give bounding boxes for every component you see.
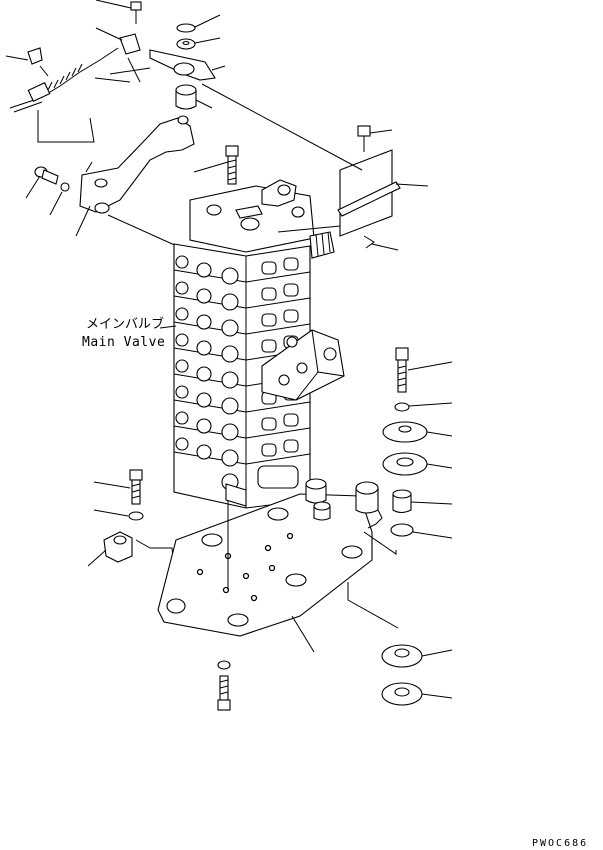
main-valve xyxy=(173,179,345,509)
plate-bushing-1 xyxy=(305,478,327,504)
leader-valve-bracket xyxy=(85,161,93,173)
leader-bushing-plate xyxy=(201,83,363,171)
valve-sections xyxy=(173,243,311,509)
cushion-upper-1 xyxy=(382,421,453,443)
support-plate xyxy=(337,149,429,251)
leader-plate-valve xyxy=(277,225,341,233)
washer-bottom xyxy=(217,660,231,670)
bolt-bottom xyxy=(217,675,231,711)
cushion-lower-2 xyxy=(381,682,453,706)
bolt-upper-middle xyxy=(193,145,239,185)
section-ports-left xyxy=(175,255,239,491)
ring-washer-top xyxy=(176,14,221,33)
washer-lower-left xyxy=(93,509,144,521)
plate-bushing-3 xyxy=(355,481,383,529)
bolt-left xyxy=(25,166,59,199)
control-cable xyxy=(5,47,151,113)
bolt-right-mid xyxy=(395,347,453,393)
spacer-right xyxy=(390,523,453,539)
main-valve-label-jp: メインバルブ xyxy=(86,316,164,332)
bolt-lower-left xyxy=(93,469,143,505)
washer-right-small xyxy=(394,402,453,412)
collar-right xyxy=(392,489,453,514)
washer-left xyxy=(49,182,70,216)
bushing-top xyxy=(175,84,213,110)
plate-bushing-2 xyxy=(313,501,331,521)
main-valve-label: メインバルブ Main Valve xyxy=(82,316,177,350)
washer-top xyxy=(176,37,221,50)
bolt-right-upper xyxy=(357,125,393,152)
cushion-lower-1 xyxy=(381,644,453,668)
side-block xyxy=(261,329,345,401)
clip-lower-left xyxy=(87,531,133,567)
leader-plate-right xyxy=(363,531,397,555)
valve-bracket xyxy=(79,115,195,214)
leader-plate-cushion xyxy=(347,582,399,629)
bolt-top xyxy=(95,0,142,24)
cushion-upper-2 xyxy=(382,452,453,476)
leader-bracket xyxy=(37,110,95,143)
clamp-bracket-top xyxy=(95,27,226,81)
base-plate xyxy=(157,493,373,653)
main-valve-label-en: Main Valve xyxy=(82,335,165,350)
drawing-code: PWOC686 xyxy=(532,838,588,849)
leader-bracket-lower xyxy=(75,205,91,237)
